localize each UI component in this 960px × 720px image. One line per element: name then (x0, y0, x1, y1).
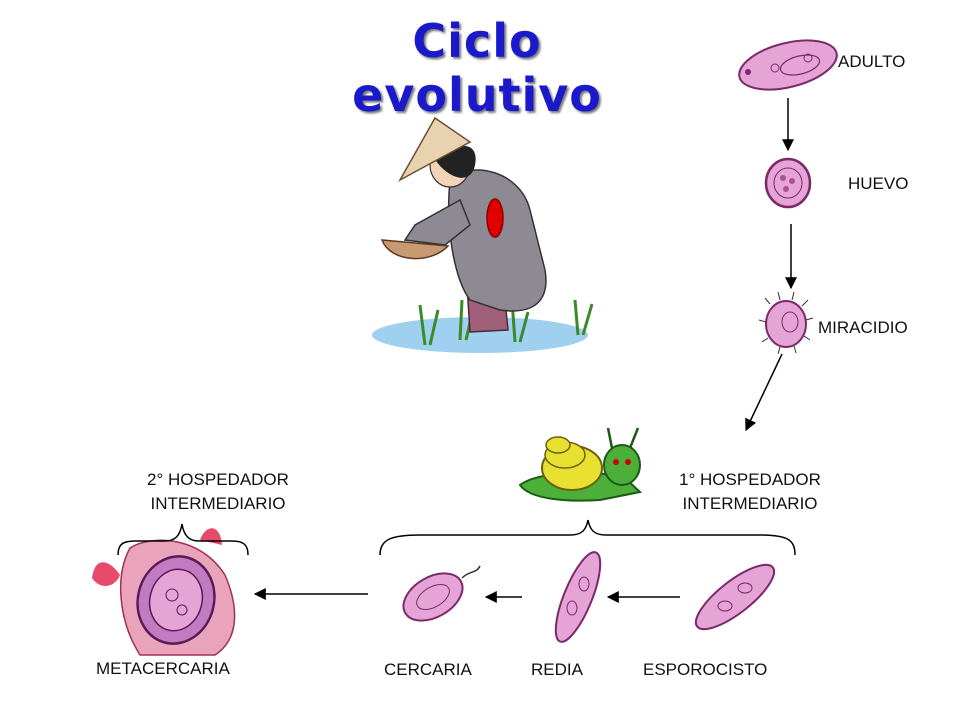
body-robe (447, 169, 547, 312)
miracidio-illustration (758, 291, 814, 355)
page-title: Ciclo evolutivo (352, 14, 602, 122)
plant-petal (200, 528, 222, 545)
arrow-miracidio-snail (745, 353, 783, 432)
metacercaria-illustration (92, 528, 236, 656)
bowl (380, 239, 450, 260)
label-esporocisto: ESPOROCISTO (643, 660, 768, 679)
brace-second-host (117, 523, 249, 556)
arm (403, 198, 471, 246)
label-second-host-line2: INTERMEDIARIO (150, 494, 286, 513)
label-adulto: ADULTO (838, 52, 906, 71)
snail-illustration (518, 427, 643, 502)
liver-organ-marker (486, 198, 504, 238)
infected-person-illustration (372, 116, 594, 353)
huevo-illustration (764, 157, 812, 209)
label-cercaria: CERCARIA (384, 660, 472, 679)
adulto-illustration (738, 39, 838, 91)
label-redia: REDIA (531, 660, 583, 679)
label-miracidio: MIRACIDIO (818, 318, 908, 337)
redia-illustration (554, 551, 602, 643)
conical-hat (398, 116, 472, 182)
label-first-host: 1° HOSPEDADOR INTERMEDIARIO (640, 468, 860, 516)
label-first-host-line2: INTERMEDIARIO (682, 494, 818, 513)
plant-petal (92, 562, 120, 586)
label-second-host: 2° HOSPEDADOR INTERMEDIARIO (108, 468, 328, 516)
brace-first-host (379, 519, 796, 556)
label-metacercaria: METACERCARIA (96, 659, 230, 678)
label-first-host-line1: 1° HOSPEDADOR (679, 470, 821, 489)
esporocisto-illustration (694, 563, 776, 631)
label-second-host-line1: 2° HOSPEDADOR (147, 470, 289, 489)
label-huevo: HUEVO (848, 174, 909, 193)
cercaria-illustration (402, 565, 481, 622)
